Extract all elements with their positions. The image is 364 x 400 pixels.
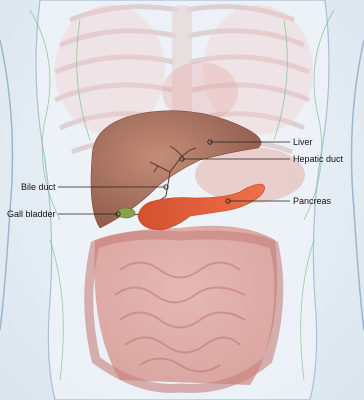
gall-bladder-label: Gall bladder — [7, 209, 56, 219]
liver-label: Liver — [293, 137, 313, 147]
pancreas-label: Pancreas — [293, 196, 331, 206]
intestines — [89, 226, 279, 389]
hepatic-duct-label: Hepatic duct — [293, 154, 343, 164]
bile-duct-label: Bile duct — [21, 182, 56, 192]
